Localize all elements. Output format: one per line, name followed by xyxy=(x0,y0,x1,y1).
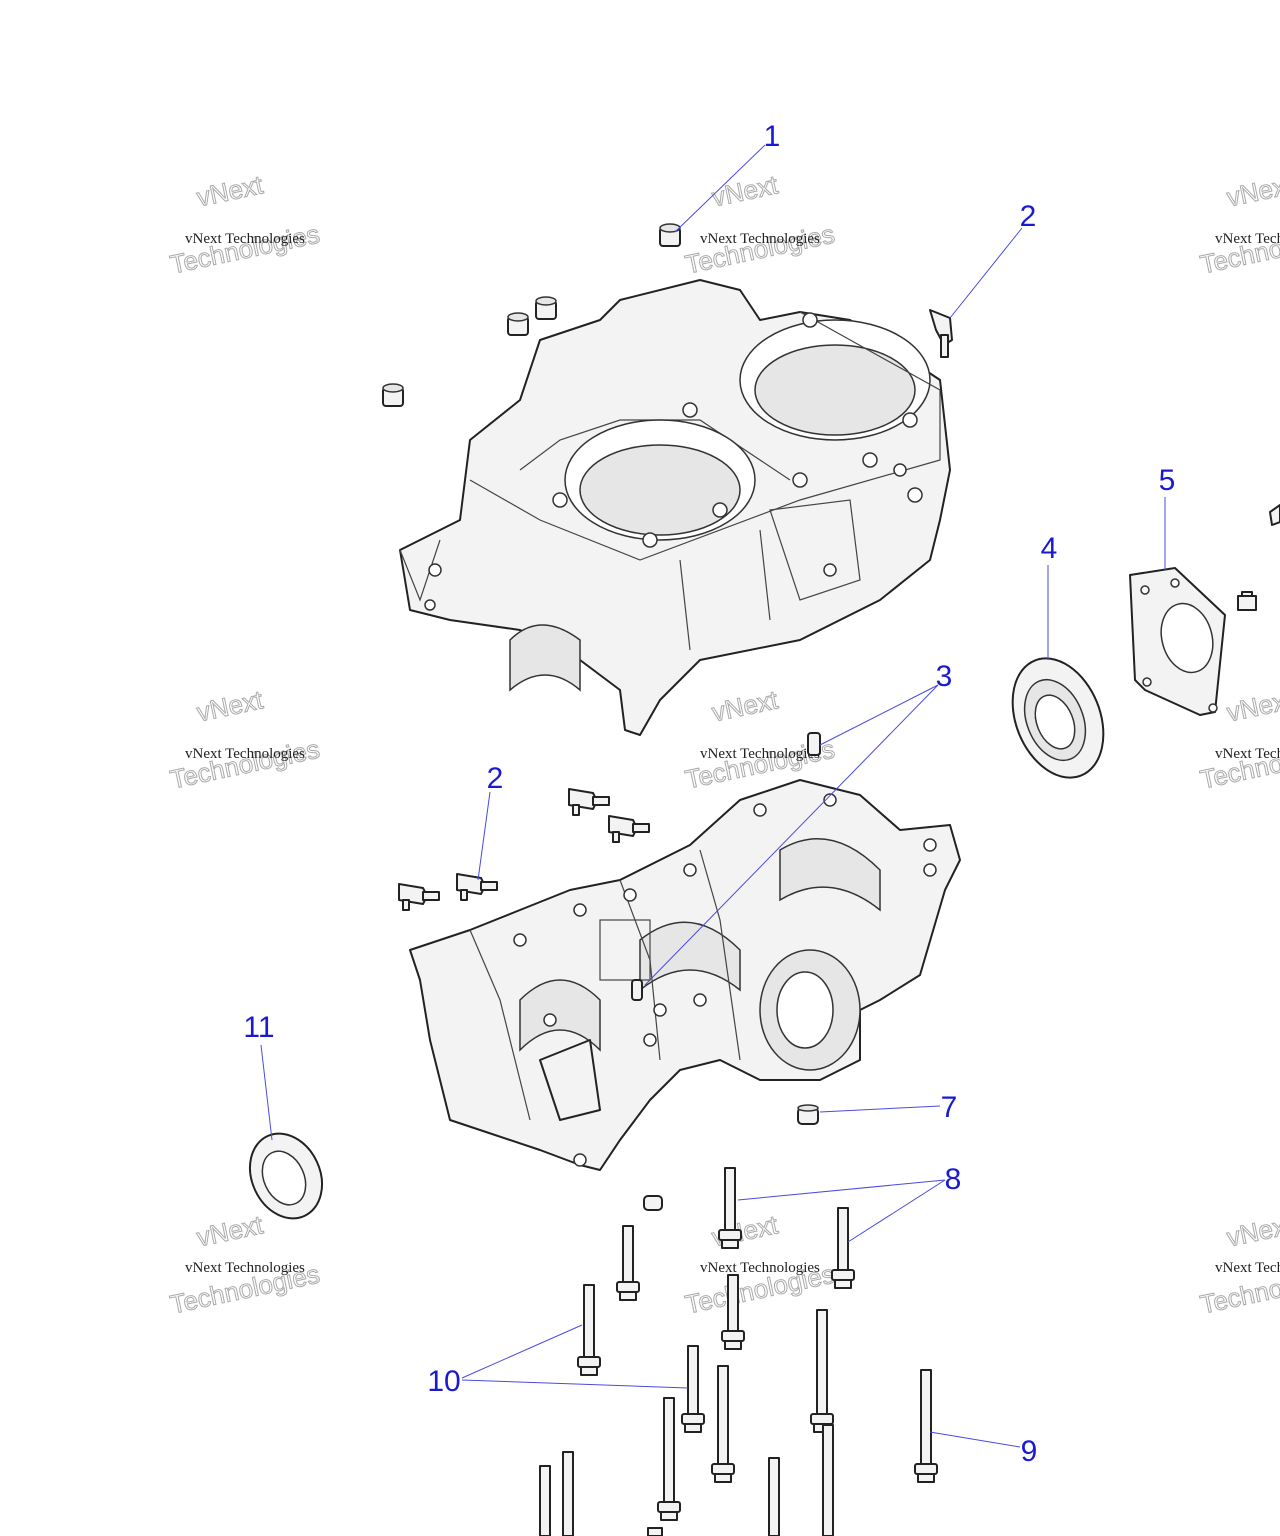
bolt xyxy=(681,1345,705,1433)
callout-8: 8 xyxy=(945,1163,962,1196)
watermark-text: vNext Technologies xyxy=(1215,231,1280,247)
upper-crankcase xyxy=(399,279,951,736)
fitting-middle-group xyxy=(398,788,650,911)
bolt-group xyxy=(539,1167,938,1536)
svg-text:vNext: vNext xyxy=(1224,684,1280,727)
watermark-top-right: vNext Technologies xyxy=(1197,169,1280,280)
svg-text:vNext: vNext xyxy=(709,684,781,727)
svg-text:Technologies: Technologies xyxy=(167,734,322,795)
bolt xyxy=(577,1284,601,1376)
svg-text:vNext: vNext xyxy=(1224,169,1280,212)
dowel-pin xyxy=(807,732,821,756)
watermark-text: vNext Technologies xyxy=(1215,746,1280,762)
watermark-mid-left: vNext Technologies xyxy=(167,684,323,795)
callout-10: 10 xyxy=(427,1365,460,1398)
bolt xyxy=(718,1167,742,1249)
svg-text:Technologies: Technologies xyxy=(1197,219,1280,280)
cover-plate xyxy=(1129,567,1226,716)
bolt xyxy=(562,1451,574,1536)
bolt xyxy=(914,1369,938,1483)
watermark-text: vNext Technologies xyxy=(700,1260,820,1276)
watermark-text: vNext Technologies xyxy=(700,746,820,762)
leader-lines xyxy=(260,144,1166,1448)
dowel-sleeve-group xyxy=(382,223,681,407)
bolt xyxy=(647,1527,663,1536)
lower-crankcase xyxy=(409,779,961,1171)
bolt xyxy=(810,1309,834,1433)
watermark-text: vNext Technologies xyxy=(700,231,820,247)
svg-text:Technologies: Technologies xyxy=(682,219,837,280)
watermark-top-left: vNext Technologies xyxy=(167,169,323,280)
svg-text:vNext: vNext xyxy=(194,1209,266,1252)
bolt xyxy=(721,1274,745,1350)
svg-text:vNext: vNext xyxy=(1224,1209,1280,1252)
bolt xyxy=(768,1457,780,1536)
svg-text:vNext: vNext xyxy=(194,169,266,212)
callout-11: 11 xyxy=(243,1011,274,1044)
watermark-text: vNext Technologies xyxy=(185,231,305,247)
plug xyxy=(797,1104,819,1125)
crank-seal-right xyxy=(1011,657,1105,779)
callout-4: 4 xyxy=(1041,532,1058,565)
callout-3: 3 xyxy=(936,660,953,693)
cover-screw-offscreen xyxy=(1269,504,1280,526)
svg-text:vNext: vNext xyxy=(709,169,781,212)
callout-numbers: 1 2 5 4 3 2 11 7 8 10 9 xyxy=(243,120,1175,1468)
callout-2-middle: 2 xyxy=(487,762,504,795)
fitting-top xyxy=(929,309,953,358)
bolt xyxy=(539,1465,551,1536)
bolt xyxy=(711,1365,735,1483)
crank-seal-left xyxy=(249,1132,323,1220)
callout-2-top: 2 xyxy=(1020,200,1037,233)
svg-text:Technologies: Technologies xyxy=(167,219,322,280)
bolt xyxy=(657,1397,681,1521)
cover-screw xyxy=(1237,591,1257,611)
callout-1: 1 xyxy=(764,120,781,153)
watermark-text: vNext Technologies xyxy=(185,746,305,762)
bolt xyxy=(616,1225,640,1301)
watermark-text: vNext Technologies xyxy=(185,1260,305,1276)
callout-5: 5 xyxy=(1159,464,1176,497)
bolt xyxy=(822,1424,834,1536)
bolt xyxy=(831,1207,855,1289)
svg-text:vNext: vNext xyxy=(194,684,266,727)
plug-extra xyxy=(643,1195,663,1211)
svg-text:Technologies: Technologies xyxy=(1197,734,1280,795)
watermark-text: vNext Technologies xyxy=(1215,1260,1280,1276)
callout-7: 7 xyxy=(941,1091,958,1124)
callout-9: 9 xyxy=(1021,1435,1038,1468)
watermark-top-center: vNext Technologies xyxy=(682,169,838,280)
